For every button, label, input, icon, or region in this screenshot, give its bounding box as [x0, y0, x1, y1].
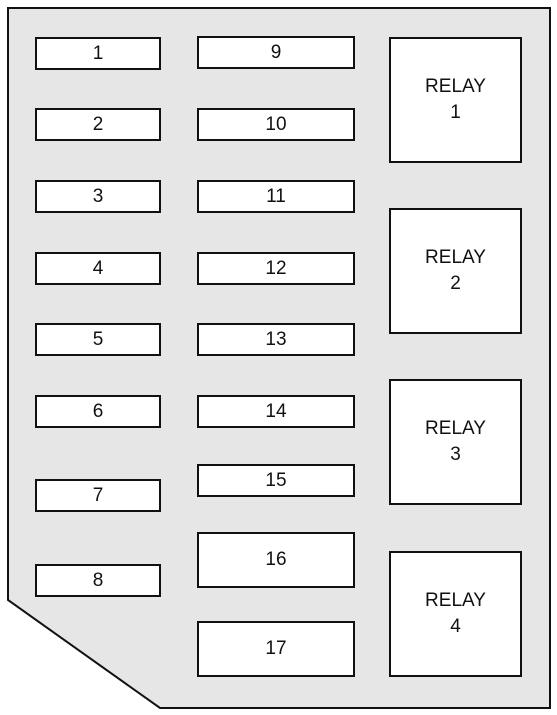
relay-number: 1 [450, 102, 461, 123]
fuse-14: 14 [197, 395, 355, 428]
fuse-label: 3 [92, 185, 104, 207]
relay-number: 2 [450, 273, 461, 294]
relay-word: RELAY [425, 76, 486, 97]
fuse-label: 10 [265, 113, 287, 135]
fuse-label: 14 [265, 400, 287, 422]
relay-3: RELAY 3 [389, 379, 522, 505]
fuse-label: 11 [266, 185, 286, 207]
fuse-4: 4 [35, 252, 161, 285]
relay-2: RELAY 2 [389, 208, 522, 334]
fuse-15: 15 [197, 464, 355, 497]
fuse-16: 16 [197, 532, 355, 588]
fuse-label: 16 [265, 549, 287, 570]
relay-4: RELAY 4 [389, 551, 522, 677]
fuse-label: 12 [265, 257, 287, 279]
relay-number: 4 [450, 616, 461, 637]
fuse-11: 11 [197, 180, 355, 213]
fuse-label: 4 [92, 257, 104, 279]
fuse-label: 1 [92, 42, 104, 64]
fuse-label: 17 [265, 638, 287, 659]
relay-word: RELAY [425, 418, 486, 439]
fuse-10: 10 [197, 108, 355, 141]
fuse-7: 7 [35, 479, 161, 512]
fuse-17: 17 [197, 621, 355, 677]
fuse-13: 13 [197, 323, 355, 356]
fuse-label: 2 [92, 113, 104, 135]
fuse-8: 8 [35, 564, 161, 597]
fuse-6: 6 [35, 395, 161, 428]
fuse-label: 15 [265, 469, 287, 491]
fuse-1: 1 [35, 37, 161, 70]
relay-1: RELAY 1 [389, 37, 522, 163]
fuse-label: 13 [265, 328, 287, 350]
relay-word: RELAY [425, 590, 486, 611]
fuse-3: 3 [35, 180, 161, 213]
fuse-9: 9 [197, 36, 355, 69]
fuse-5: 5 [35, 323, 161, 356]
fuse-label: 5 [92, 328, 104, 350]
fuse-label: 9 [270, 41, 282, 63]
relay-word: RELAY [425, 247, 486, 268]
fuse-12: 12 [197, 252, 355, 285]
fuse-label: 8 [92, 569, 104, 591]
fuse-2: 2 [35, 108, 161, 141]
fuse-label: 6 [92, 400, 104, 422]
fuse-label: 7 [92, 484, 104, 506]
relay-number: 3 [450, 444, 461, 465]
